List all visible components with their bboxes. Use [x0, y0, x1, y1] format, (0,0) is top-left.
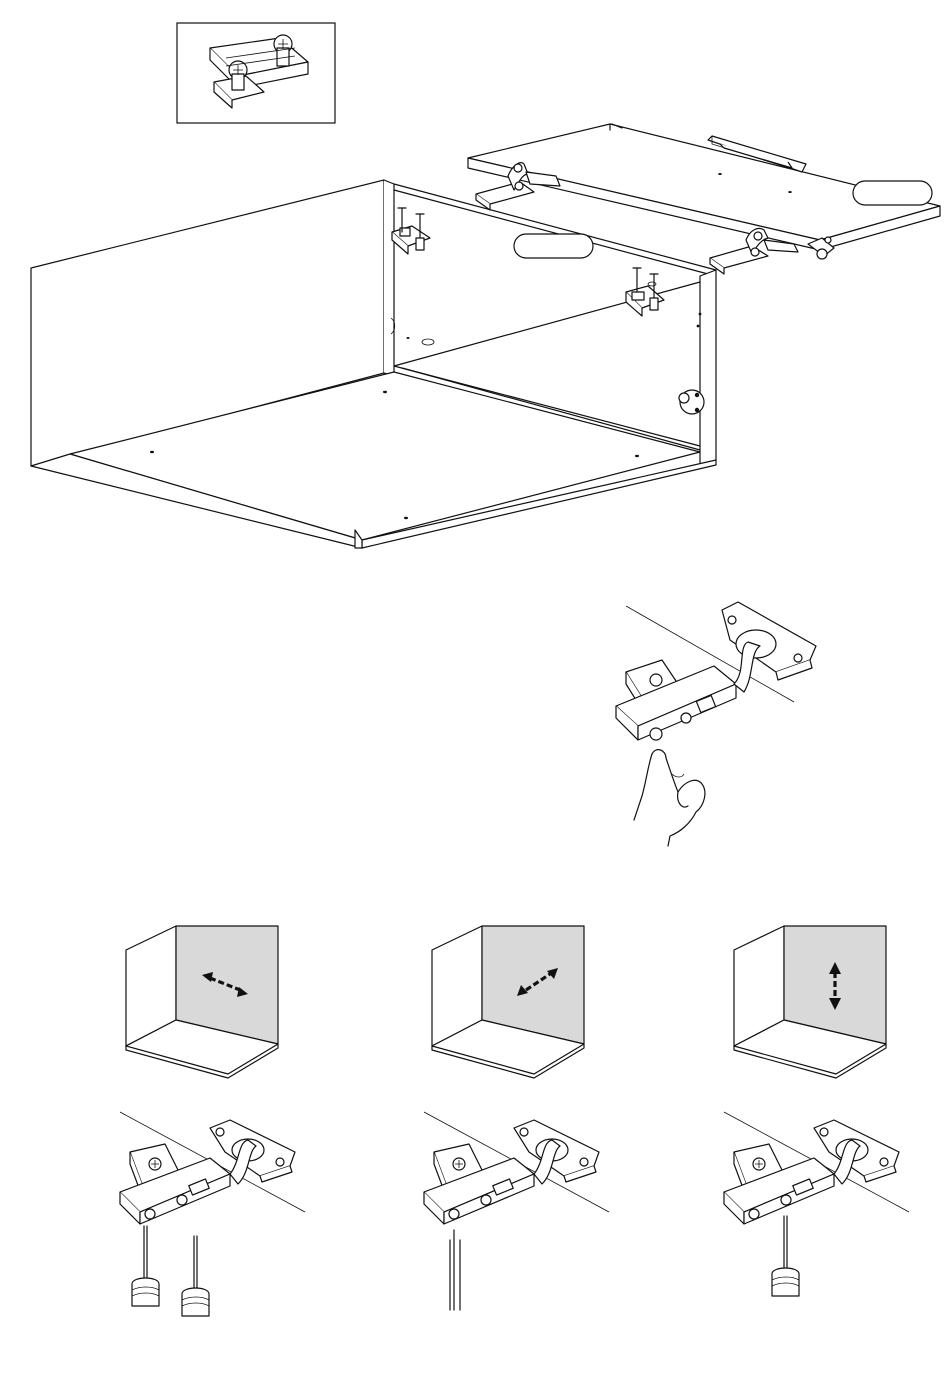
hinge-adjust-side [120, 1112, 305, 1316]
cabinet-callout [514, 234, 593, 258]
cabinet-assembly-figure [31, 180, 716, 548]
hinge-adjust-depth [424, 1112, 609, 1310]
adjust-height-figure [734, 926, 886, 1078]
door-callout [853, 181, 932, 205]
hinge-clip-on-figure [616, 602, 816, 846]
adjust-depth-figure [432, 926, 584, 1078]
cabinet-right-side [700, 270, 716, 466]
detail-hinge-plate-figure [177, 23, 335, 123]
adjust-side-figure [126, 926, 278, 1078]
hinge-adjust-height [724, 1112, 909, 1296]
